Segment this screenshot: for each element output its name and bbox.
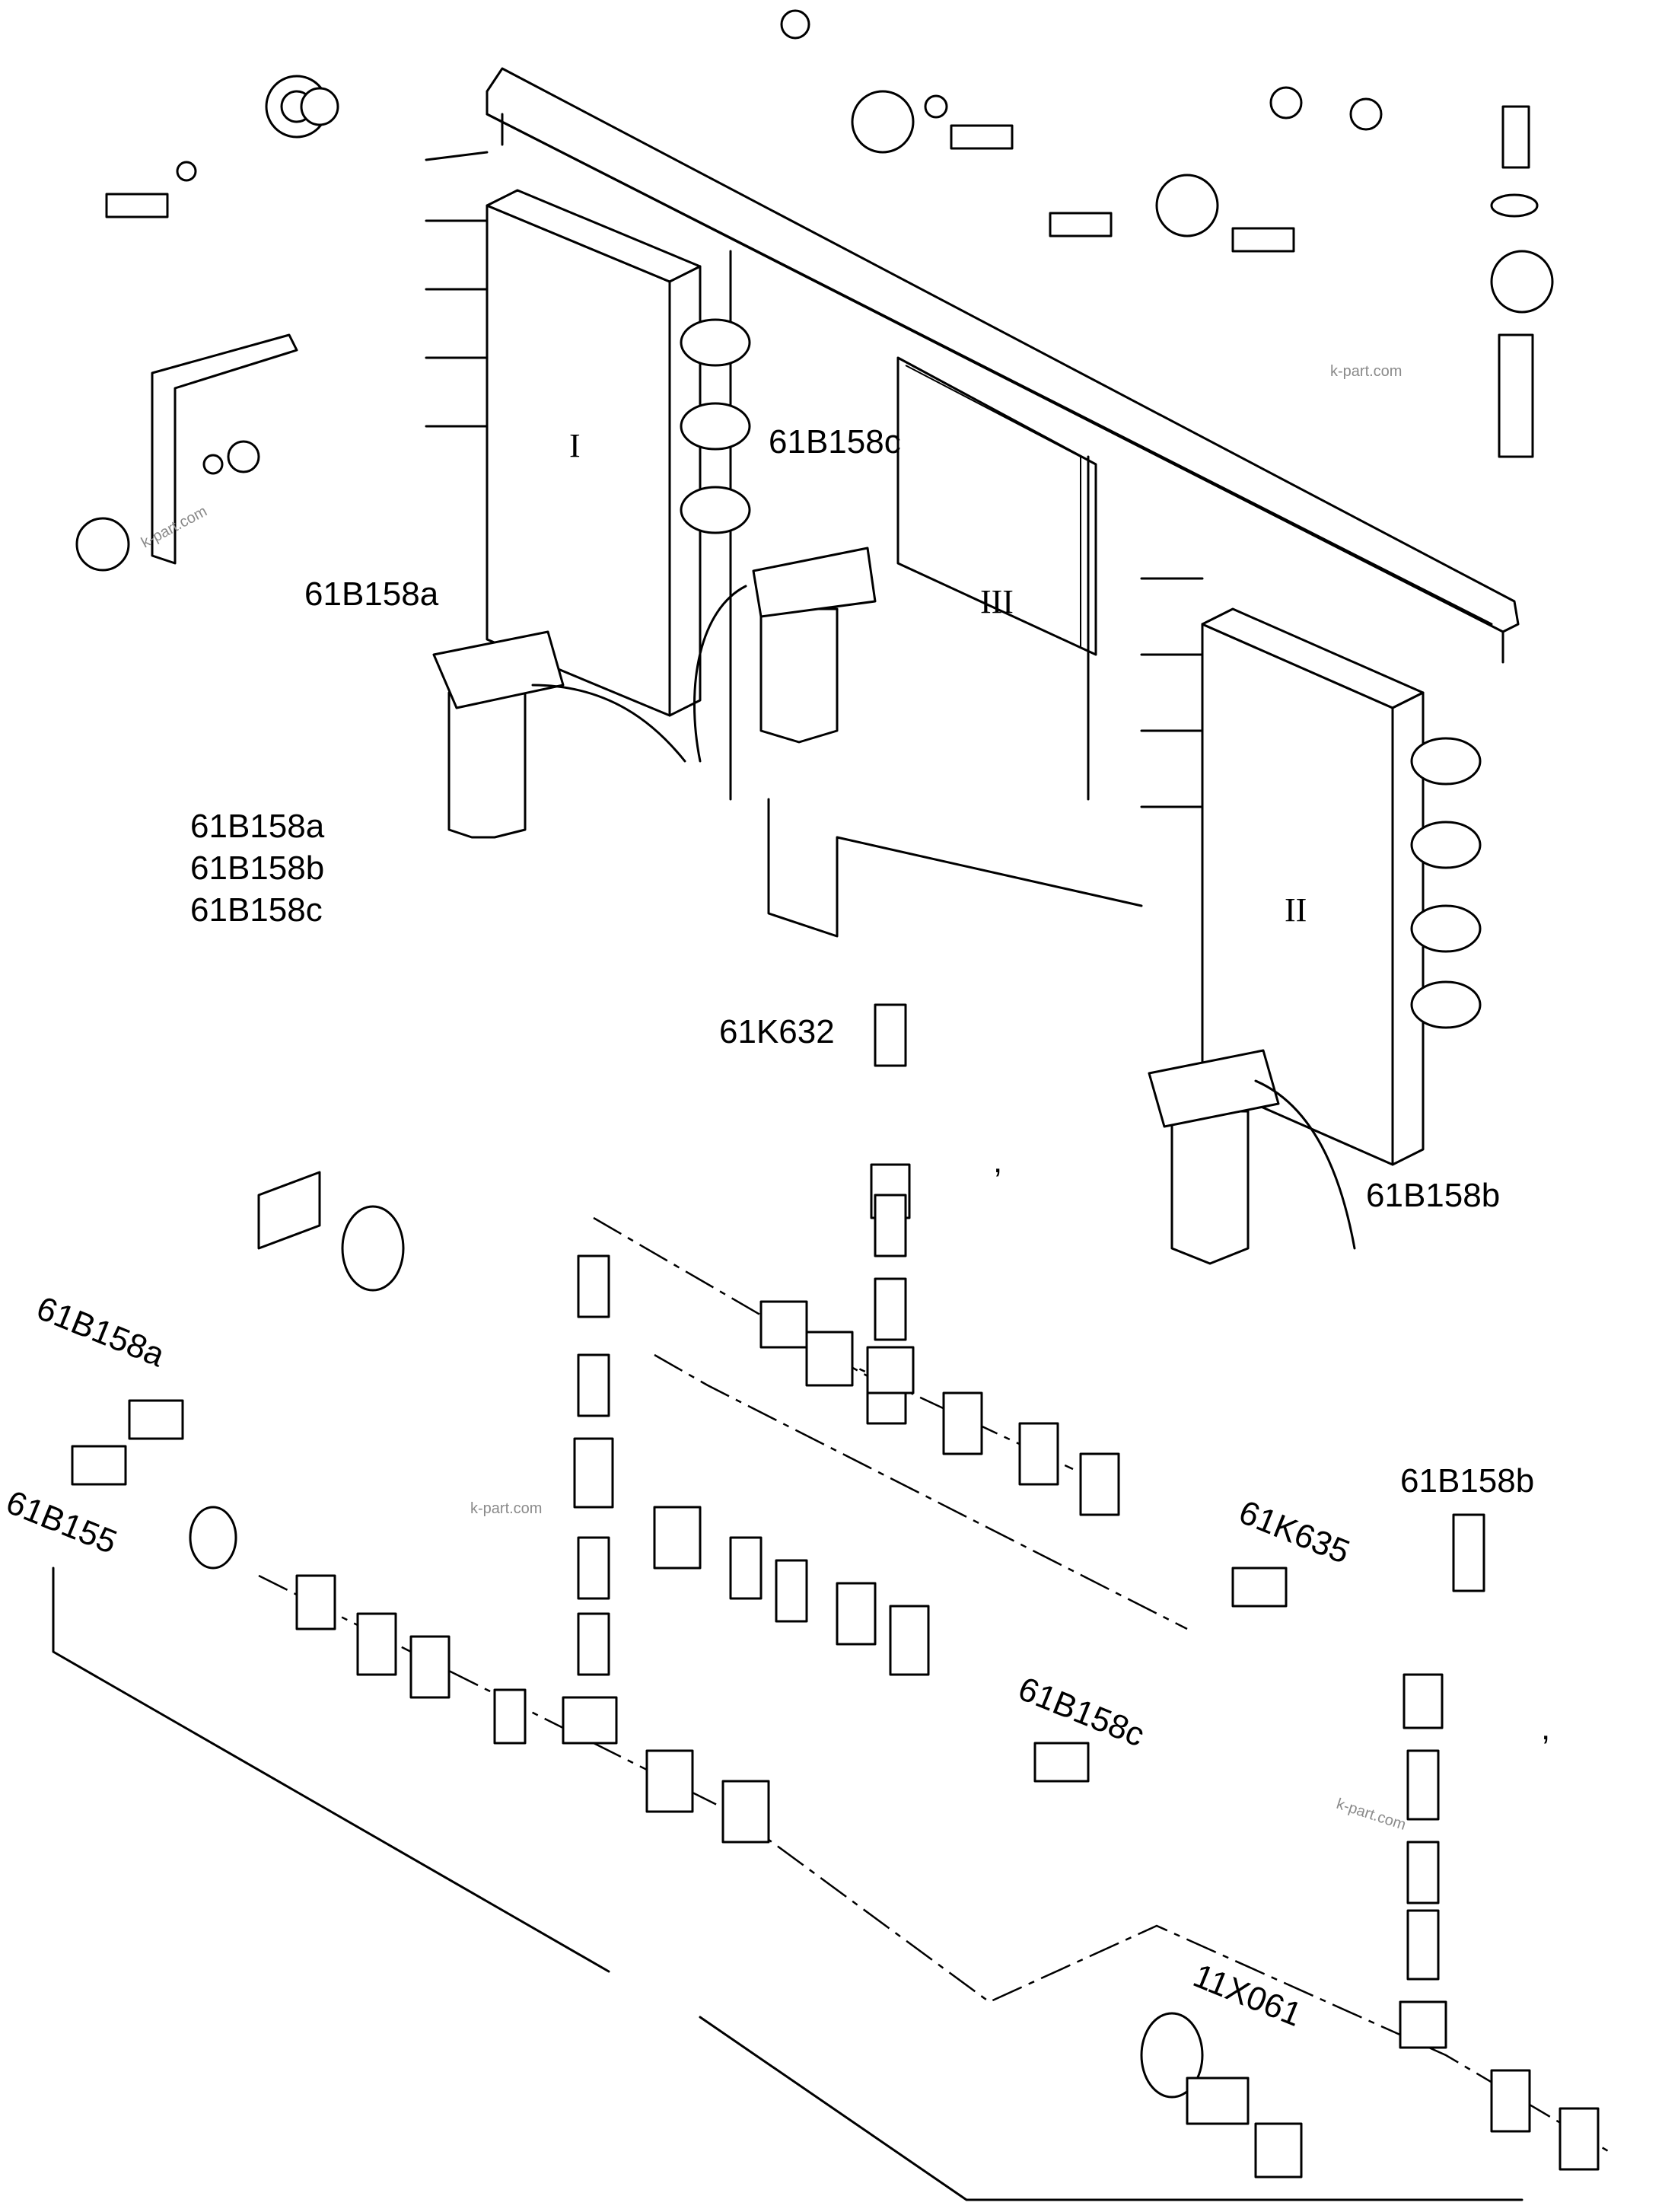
label-61B158a-list: 61B158a <box>190 808 325 845</box>
block-label-I: I <box>569 427 581 464</box>
label-61B158b-conn: 61B158b <box>1400 1462 1534 1500</box>
label-61B158a-conn: 61B158a <box>31 1289 170 1375</box>
stray-comma-2: , <box>1541 1710 1550 1747</box>
valve-block-assembly <box>425 67 1520 1265</box>
hardware-clamps-bolts <box>75 9 1554 572</box>
label-61K635: 61K635 <box>1234 1493 1355 1571</box>
label-61B158c-conn: 61B158c <box>1013 1670 1149 1755</box>
label-61B155: 61B155 <box>1 1484 122 1561</box>
watermark-1: k-part.com <box>1330 363 1402 380</box>
watermark-4: k-part.com <box>1334 1796 1408 1834</box>
watermark-3: k-part.com <box>470 1500 542 1517</box>
label-61B158c-top: 61B158c <box>769 423 901 461</box>
block-label-II: II <box>1285 891 1307 929</box>
sensor-harness-assembly <box>52 1003 1614 2201</box>
label-61B158a-top: 61B158a <box>304 575 439 613</box>
label-61B158b-list: 61B158b <box>190 849 324 887</box>
label-61B158c-list: 61B158c <box>190 891 323 929</box>
label-11X061: 11X061 <box>1188 1957 1307 2034</box>
stray-comma-1: , <box>993 1143 1002 1180</box>
block-label-III: III <box>980 583 1014 620</box>
label-61K632: 61K632 <box>719 1013 835 1050</box>
label-61B158b-right: 61B158b <box>1366 1177 1500 1214</box>
